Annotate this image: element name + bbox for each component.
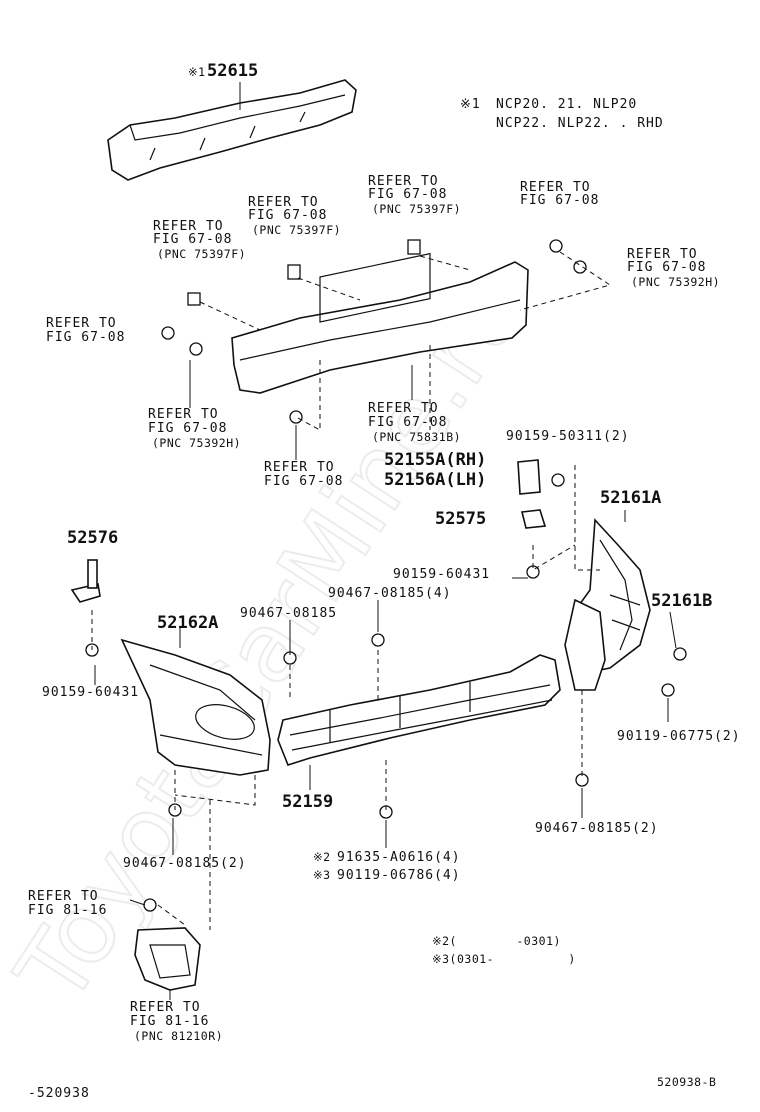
absorber-52615-drawing (107, 79, 357, 181)
fig-67-08-label: FIG 67-08 (368, 415, 447, 430)
fig-67-08-label: FIG 67-08 (520, 193, 599, 208)
part-number-52159: 52159 (282, 792, 333, 812)
fastener-90119-06786: 90119-06786(4) (337, 868, 461, 883)
refer-to-label: REFER TO (627, 247, 698, 262)
fastener-90467-08185-x2-right: 90467-08185(2) (535, 821, 659, 836)
part-number-52575: 52575 (435, 509, 486, 529)
part-number-52155a: 52155A(RH) (384, 450, 486, 470)
fastener-90119-06775: 90119-06775(2) (617, 729, 741, 744)
side-bracket-52161b-drawing (564, 598, 606, 691)
bracket-52576-drawing (70, 559, 101, 603)
refer-to-label: REFER TO (28, 889, 99, 904)
part-number-52162a: 52162A (157, 613, 218, 633)
part-number-52576: 52576 (67, 528, 118, 548)
fastener-90159-60431-left: 90159-60431 (42, 685, 139, 700)
fastener-90159-60431-right: 90159-60431 (393, 567, 490, 582)
mark-2-label: ※2 (313, 850, 331, 864)
mark-3-label: ※3 (313, 868, 331, 882)
pnc-75392h-label: (PNC 75392H) (631, 275, 720, 289)
bracket-52155a-drawing (517, 459, 541, 495)
part-number-52156a: 52156A(LH) (384, 470, 486, 490)
fastener-90467-08185: 90467-08185 (240, 606, 337, 621)
fastener-90467-08185-x4: 90467-08185(4) (328, 586, 452, 601)
part-number-52161b: 52161B (651, 591, 712, 611)
footer-right-code: 520938-B (657, 1075, 716, 1089)
refer-to-label: REFER TO (264, 460, 335, 475)
pnc-81210r-label: (PNC 81210R) (134, 1029, 223, 1043)
garnish-panel-drawing (231, 252, 529, 394)
note-line-2: NCP22. NLP22. . RHD (496, 116, 664, 131)
fig-67-08-label: FIG 67-08 (368, 187, 447, 202)
fig-67-08-label: FIG 67-08 (46, 330, 125, 345)
mark-1-label: ※1 (188, 65, 206, 79)
pnc-75831b-label: (PNC 75831B) (372, 430, 461, 444)
fig-67-08-label: FIG 67-08 (264, 474, 343, 489)
fastener-90159-50311: 90159-50311(2) (506, 429, 630, 444)
note-mark-3: ※3(0301- ) (432, 952, 576, 966)
note-mark-1: ※1 (460, 97, 481, 112)
part-number-52615: 52615 (207, 61, 258, 81)
fig-81-16-label: FIG 81-16 (28, 903, 107, 918)
refer-to-label: REFER TO (46, 316, 117, 331)
pnc-75397f-label: (PNC 75397F) (157, 247, 246, 261)
refer-to-label: REFER TO (148, 407, 219, 422)
refer-to-label: REFER TO (130, 1000, 201, 1015)
fig-67-08-label: FIG 67-08 (627, 260, 706, 275)
pnc-75392h-label: (PNC 75392H) (152, 436, 241, 450)
fastener-91635-a0616: 91635-A0616(4) (337, 850, 461, 865)
bracket-52575-drawing (521, 509, 547, 529)
refer-to-label: REFER TO (248, 195, 319, 210)
refer-to-label: REFER TO (520, 180, 591, 195)
fig-81-16-label: FIG 81-16 (130, 1014, 209, 1029)
note-line-1: NCP20. 21. NLP20 (496, 97, 637, 112)
part-number-52161a: 52161A (600, 488, 661, 508)
side-extension-52162a-drawing (120, 638, 271, 776)
leader-lines (94, 82, 677, 1000)
refer-to-label: REFER TO (368, 401, 439, 416)
assembly-lines (91, 251, 612, 930)
note-mark-2: ※2( -0301) (432, 934, 561, 948)
fig-67-08-label: FIG 67-08 (248, 208, 327, 223)
fig-67-08-label: FIG 67-08 (148, 421, 227, 436)
bumper-cover-52159-drawing (277, 654, 561, 766)
fig-67-08-label: FIG 67-08 (153, 232, 232, 247)
fastener-90467-08185-x2-left: 90467-08185(2) (123, 856, 247, 871)
pnc-75397f-label: (PNC 75397F) (372, 202, 461, 216)
footer-left-code: -520938 (28, 1086, 90, 1101)
fastener-clips (85, 239, 687, 912)
refer-to-label: REFER TO (153, 219, 224, 234)
refer-to-label: REFER TO (368, 174, 439, 189)
pnc-75397f-label: (PNC 75397F) (252, 223, 341, 237)
reflector-drawing (134, 927, 201, 991)
